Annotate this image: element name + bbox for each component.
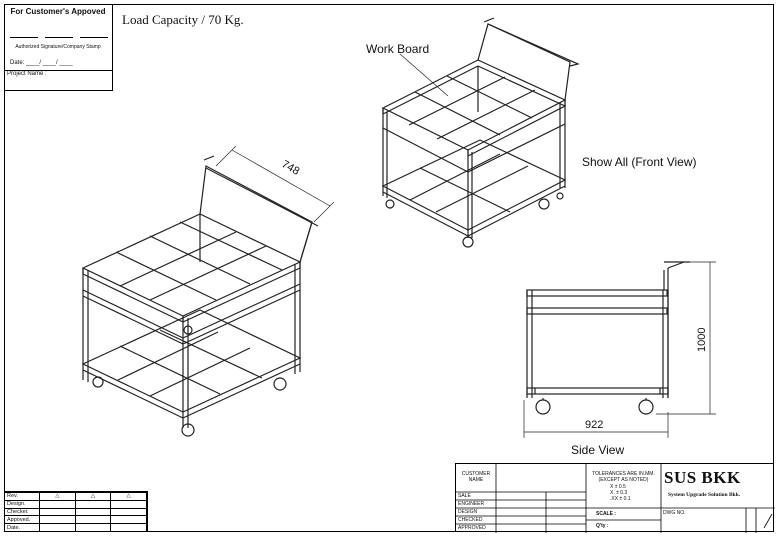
design-label: DESIGN bbox=[458, 509, 478, 515]
title-block-grid bbox=[456, 464, 775, 533]
dim-748-lines bbox=[215, 145, 335, 223]
customer-approval-box: For Customer's Appoved Authorized Signat… bbox=[4, 4, 113, 91]
dim-922: 922 bbox=[585, 419, 603, 431]
tolerance-xx: X. ± 0.3 bbox=[610, 490, 628, 496]
rev-row-label: Rev. bbox=[4, 492, 40, 501]
dim-side-lines bbox=[523, 261, 716, 438]
front-view-cart bbox=[381, 17, 580, 248]
sale-label: SALE bbox=[458, 493, 471, 499]
tolerance-xxx: .XX ± 0.1 bbox=[610, 496, 631, 502]
company-logo-text: SUS BKK bbox=[664, 468, 741, 487]
isometric-view-cart bbox=[81, 155, 319, 437]
dwg-no-label: DWG NO. bbox=[663, 510, 686, 516]
approved-row-label: Appoved. bbox=[4, 515, 40, 525]
engineer-label: ENGINEER bbox=[458, 501, 485, 507]
work-board-leader bbox=[399, 53, 449, 97]
signature-label: Authorized Signature/Company Stamp bbox=[15, 44, 101, 50]
tolerance-title: TOLERANCES ARE IN.MM. bbox=[592, 471, 655, 477]
drawing-frame bbox=[4, 4, 774, 532]
dim-748: 748 bbox=[280, 158, 302, 178]
show-all-label: Show All (Front View) bbox=[582, 155, 697, 169]
qty-label: Q'ty : bbox=[596, 523, 609, 529]
checked-label: CHECKED bbox=[458, 517, 483, 523]
design-row-label: Design. bbox=[4, 499, 40, 509]
side-view-label: Side View bbox=[571, 443, 625, 457]
approved-label: APPROVED bbox=[458, 525, 486, 531]
tolerance-x: X ± 0.5 bbox=[610, 484, 626, 490]
customer-name-label: CUSTOMER NAME bbox=[461, 471, 491, 483]
signature-lines bbox=[10, 37, 108, 38]
triangle-icon: △ bbox=[74, 492, 112, 501]
revision-table: Rev.△△△ Design. Checker. Appoved. Date. bbox=[4, 491, 148, 532]
tolerance-note: (EXCEPT AS NOTED) bbox=[598, 477, 649, 483]
approval-date: Date: ____/ ____/ ____ bbox=[10, 60, 73, 66]
approval-title: For Customer's Appoved bbox=[10, 7, 106, 16]
dim-1000: 1000 bbox=[696, 328, 708, 352]
project-name-label: Project Name : bbox=[4, 70, 112, 77]
work-board-label: Work Board bbox=[366, 42, 430, 56]
title-block: CUSTOMER NAME SALE ENGINEER DESIGN CHECK… bbox=[455, 463, 775, 533]
company-subtitle: System Upgrade Solution Bkk. bbox=[668, 492, 741, 498]
load-capacity: Load Capacity / 70 Kg. bbox=[122, 12, 244, 27]
date-row-label: Date. bbox=[4, 523, 40, 532]
triangle-icon: △ bbox=[39, 492, 76, 501]
scale-label: SCALE : bbox=[596, 511, 616, 517]
triangle-icon: △ bbox=[110, 492, 147, 501]
side-view-cart bbox=[526, 261, 690, 415]
checker-row-label: Checker. bbox=[4, 507, 40, 517]
